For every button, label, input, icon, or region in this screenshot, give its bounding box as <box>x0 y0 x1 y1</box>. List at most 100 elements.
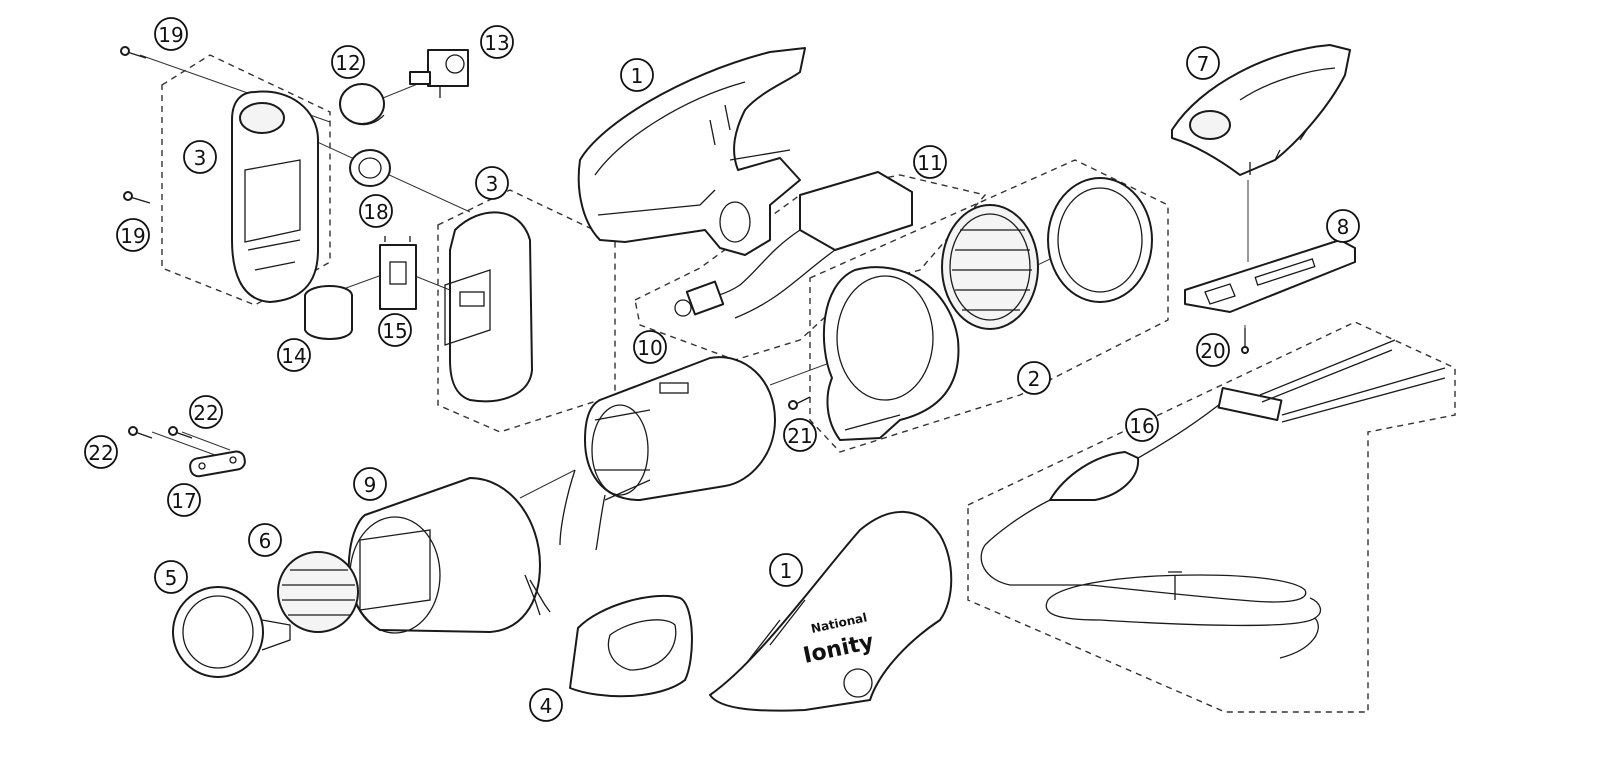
callout-ring <box>84 435 118 469</box>
callout-number: 5 <box>165 566 178 590</box>
callout-ring <box>769 553 803 587</box>
screw-19-upper <box>120 46 147 59</box>
clip-plate-part <box>189 450 246 478</box>
callout-19: 19 <box>116 218 150 252</box>
motor-assembly-part <box>559 356 776 551</box>
slide-switch-part <box>379 236 417 310</box>
nozzle-slider-part <box>1184 239 1356 313</box>
callout-number: 3 <box>486 172 499 196</box>
callout-4: 4 <box>529 688 563 722</box>
callout-ring <box>633 330 667 364</box>
callout-number: 2 <box>1028 367 1041 391</box>
callout-ring <box>167 483 201 517</box>
callout-ring <box>248 523 282 557</box>
callout-number: 4 <box>540 694 553 718</box>
callout-7: 7 <box>1186 46 1220 80</box>
callout-ring <box>1196 333 1230 367</box>
callout-number: 6 <box>259 529 272 553</box>
callout-14: 14 <box>277 338 311 372</box>
screw-21 <box>788 396 811 410</box>
nozzle-top-part <box>1171 44 1351 176</box>
housing-lower-part: National Ionity <box>709 510 953 712</box>
mesh-part <box>277 551 359 633</box>
callout-16: 16 <box>1125 408 1159 442</box>
callout-number: 7 <box>1197 52 1210 76</box>
callout-ring <box>1125 408 1159 442</box>
callout-number: 19 <box>120 224 145 248</box>
callout-number: 1 <box>631 64 644 88</box>
callout-ring <box>331 45 365 79</box>
callout-19: 19 <box>154 17 188 51</box>
screw-22-right <box>168 426 193 439</box>
callout-number: 12 <box>335 51 360 75</box>
rear-ring-part <box>172 586 291 678</box>
callout-number: 15 <box>382 319 407 343</box>
callout-1: 1 <box>620 58 654 92</box>
callout-ring <box>359 194 393 228</box>
callout-ring <box>475 166 509 200</box>
screw-22-left <box>128 426 153 439</box>
callout-number: 22 <box>88 441 113 465</box>
micro-switch-part <box>409 49 469 98</box>
callout-number: 10 <box>637 336 662 360</box>
mesh-filter-part <box>941 204 1039 330</box>
callout-number: 13 <box>484 31 509 55</box>
callout-12: 12 <box>331 45 365 79</box>
callout-number: 22 <box>193 401 218 425</box>
callout-number: 21 <box>787 424 812 448</box>
callout-number: 18 <box>363 200 388 224</box>
concentrator-nozzle-part <box>569 594 693 698</box>
cap-part <box>339 83 385 126</box>
callout-number: 17 <box>171 489 196 513</box>
callout-ring <box>529 688 563 722</box>
callout-18: 18 <box>359 194 393 228</box>
callout-ring <box>783 418 817 452</box>
callout-8: 8 <box>1326 209 1360 243</box>
callout-ring <box>277 338 311 372</box>
callout-13: 13 <box>480 25 514 59</box>
callout-22: 22 <box>84 435 118 469</box>
callout-number: 16 <box>1129 414 1154 438</box>
front-housing-part <box>822 266 960 441</box>
callout-ring <box>154 560 188 594</box>
callout-number: 3 <box>194 146 207 170</box>
callout-ring <box>353 467 387 501</box>
callout-3: 3 <box>183 140 217 174</box>
callout-ring <box>154 17 188 51</box>
housing-upper-part <box>577 47 806 256</box>
callout-number: 9 <box>364 473 377 497</box>
screws <box>120 46 1249 439</box>
side-cover-right-part <box>444 211 533 403</box>
callout-ring <box>1326 209 1360 243</box>
callout-ring <box>480 25 514 59</box>
callout-number: 19 <box>158 23 183 47</box>
callout-ring <box>183 140 217 174</box>
power-cord-part <box>980 339 1446 659</box>
callout-ring <box>189 395 223 429</box>
heater-tube-part <box>347 477 551 634</box>
callout-15: 15 <box>378 313 412 347</box>
callout-9: 9 <box>353 467 387 501</box>
wiring-assembly-part <box>674 171 913 319</box>
callout-number: 11 <box>917 151 942 175</box>
callout-labels: 1234567891011121314151617181919202122221… <box>84 17 1360 722</box>
callout-1: 1 <box>769 553 803 587</box>
callout-10: 10 <box>633 330 667 364</box>
callout-ring <box>1186 46 1220 80</box>
callout-5: 5 <box>154 560 188 594</box>
callout-22: 22 <box>189 395 223 429</box>
callout-number: 1 <box>780 559 793 583</box>
switch-knob-part <box>304 285 353 340</box>
screw-19-lower <box>123 191 151 204</box>
side-cover-left-part <box>231 90 319 303</box>
callout-2: 2 <box>1017 361 1051 395</box>
ring-part <box>349 149 391 187</box>
callout-11: 11 <box>913 145 947 179</box>
callout-number: 20 <box>1200 339 1225 363</box>
callout-ring <box>1017 361 1051 395</box>
callout-21: 21 <box>783 418 817 452</box>
callout-3: 3 <box>475 166 509 200</box>
callout-17: 17 <box>167 483 201 517</box>
callout-20: 20 <box>1196 333 1230 367</box>
